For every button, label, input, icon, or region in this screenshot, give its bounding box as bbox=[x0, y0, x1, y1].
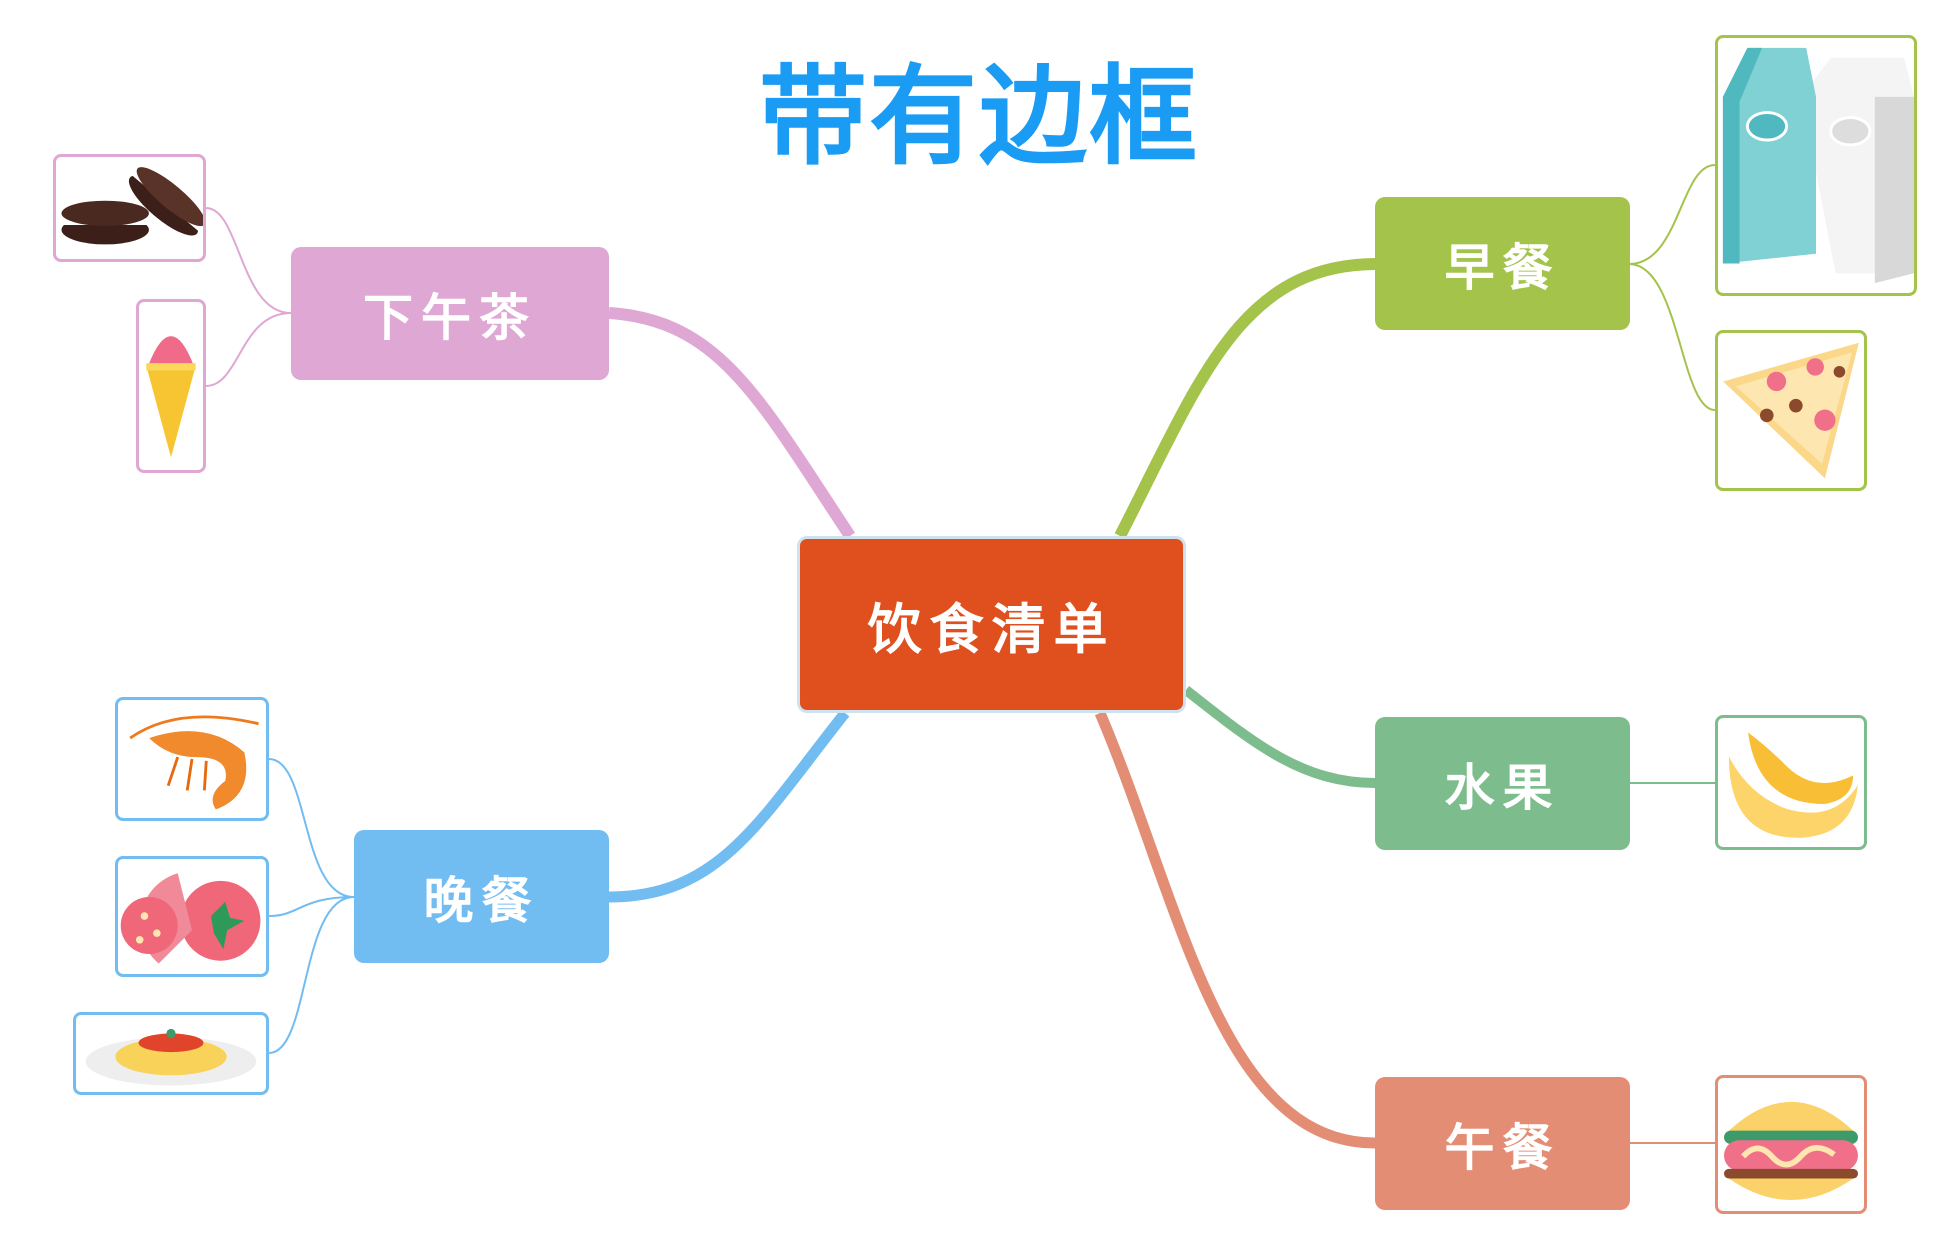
topic-breakfast[interactable]: 早餐 bbox=[1375, 197, 1630, 330]
page-title: 带有边框 bbox=[758, 55, 1199, 180]
link-dinner bbox=[608, 709, 850, 903]
topic-lunch[interactable]: 午餐 bbox=[1375, 1077, 1630, 1210]
ice-cream-icon bbox=[146, 336, 196, 458]
shrimp-image[interactable] bbox=[115, 697, 269, 821]
burger-icon bbox=[1724, 1101, 1858, 1200]
topic-fruit[interactable]: 水果 bbox=[1375, 717, 1630, 850]
cookie-image[interactable] bbox=[53, 154, 206, 262]
topic-dinner[interactable]: 晚餐 bbox=[354, 830, 609, 963]
banana-image[interactable] bbox=[1715, 715, 1867, 850]
topic-afternoon-tea[interactable]: 下午茶 bbox=[291, 247, 609, 380]
hotdog-burger-image[interactable] bbox=[1715, 1075, 1867, 1214]
pasta-icon bbox=[85, 1028, 257, 1086]
link-afternoon-tea bbox=[608, 307, 856, 540]
milk-icon bbox=[1722, 47, 1914, 284]
link-fruit bbox=[1182, 686, 1376, 788]
tomato-icon bbox=[120, 873, 261, 964]
pizza-image[interactable] bbox=[1715, 330, 1867, 491]
link-lunch bbox=[1094, 710, 1376, 1149]
milk-image[interactable] bbox=[1715, 35, 1917, 296]
pasta-image[interactable] bbox=[73, 1012, 269, 1095]
tomato-image[interactable] bbox=[115, 856, 269, 977]
ice-cream-image[interactable] bbox=[136, 299, 206, 473]
link-breakfast bbox=[1114, 258, 1376, 539]
shrimp-icon bbox=[129, 715, 259, 810]
banana-icon bbox=[1728, 732, 1858, 838]
cookie-icon bbox=[61, 167, 203, 245]
pizza-icon bbox=[1723, 342, 1859, 479]
central-topic[interactable]: 饮食清单 bbox=[797, 536, 1186, 713]
